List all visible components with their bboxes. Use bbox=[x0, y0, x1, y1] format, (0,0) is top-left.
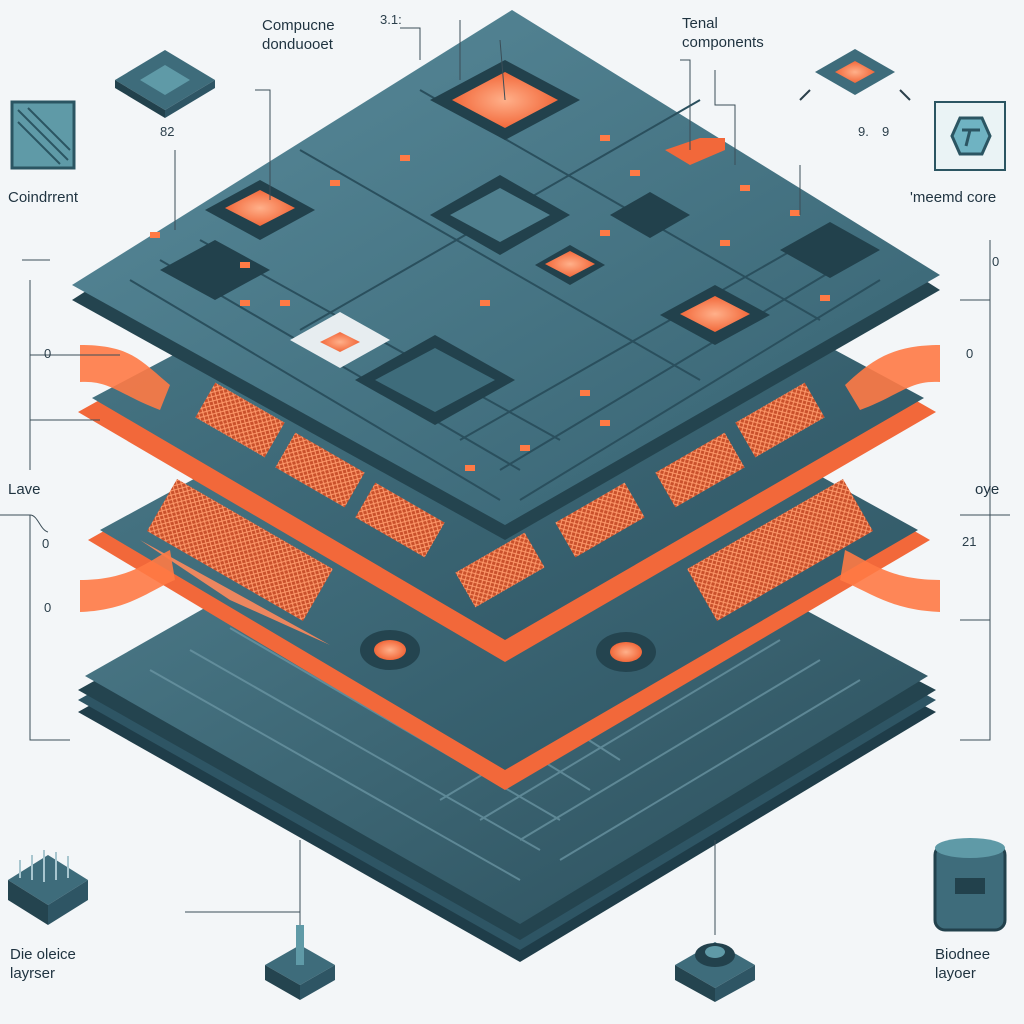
number-0c: 0 bbox=[44, 600, 52, 615]
chip-icon bbox=[115, 50, 215, 118]
smd-components bbox=[150, 135, 830, 471]
label-die-layer: Die oleice layrser bbox=[10, 946, 76, 982]
pin-icon bbox=[265, 925, 335, 1000]
number-0a: 0 bbox=[44, 346, 52, 361]
fan-chip-icon bbox=[799, 49, 911, 101]
label-biodnee-layer: Biodnee layoer bbox=[935, 946, 991, 982]
heat-flow-arrows bbox=[80, 345, 940, 612]
top-pcb-layer bbox=[72, 10, 940, 540]
label-condrrent: Coindrrent bbox=[8, 189, 79, 206]
number-9b: 9 bbox=[882, 124, 890, 139]
number-0d: 0 bbox=[992, 254, 1000, 269]
label-oye: oye bbox=[975, 481, 1000, 498]
number-9a: 9. bbox=[858, 124, 869, 139]
knob-icon bbox=[675, 942, 755, 1002]
number-3-1: 3.1: bbox=[380, 12, 402, 27]
label-tenal-components: Tenal components bbox=[682, 15, 764, 51]
heatsink-icon bbox=[8, 850, 88, 925]
label-lave: Lave bbox=[8, 481, 41, 498]
label-memd-core: 'meemd core bbox=[910, 189, 997, 206]
number-0b: 0 bbox=[42, 536, 50, 551]
label-component-dboard: Compucne donduooet bbox=[262, 17, 335, 53]
leader-lines bbox=[0, 20, 1010, 935]
texture-icon bbox=[10, 100, 76, 170]
chip-blocks bbox=[160, 60, 880, 425]
number-0e: 0 bbox=[966, 346, 974, 361]
number-82: 82 bbox=[160, 124, 175, 139]
number-21: 21 bbox=[962, 534, 977, 549]
cylinder-icon bbox=[933, 838, 1007, 932]
hex-icon bbox=[934, 101, 1006, 171]
